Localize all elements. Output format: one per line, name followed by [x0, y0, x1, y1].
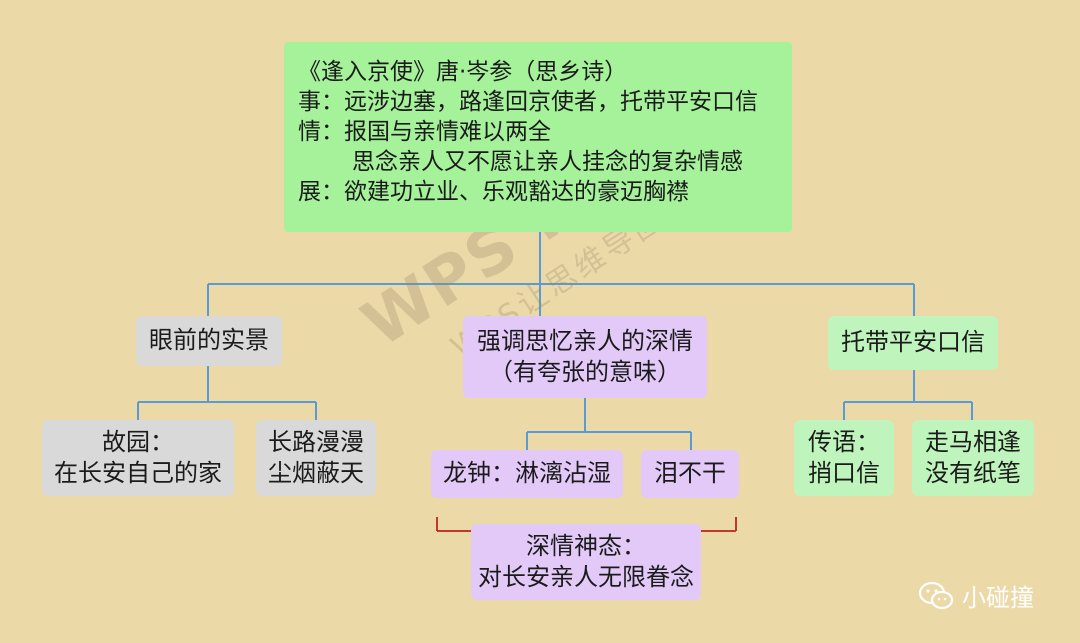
root-node[interactable]: 《逢入京使》唐·岑参（思乡诗） 事：远涉边塞，路逢回京使者，托带平安口信 情：报…	[284, 42, 792, 232]
right-child-horse-meeting[interactable]: 走马相逢 没有纸笔	[912, 420, 1034, 496]
root-line-outlook: 展：欲建功立业、乐观豁达的豪迈胸襟	[298, 178, 689, 205]
wechat-icon	[918, 581, 954, 611]
left-child-long-road[interactable]: 长路漫漫 尘烟蔽天	[256, 420, 376, 496]
branch-middle-line2: （有夸张的意味）	[489, 358, 681, 386]
brand-name: 小碰撞	[962, 584, 1034, 612]
left-child-2-line1: 长路漫漫	[268, 427, 364, 456]
root-line-event: 事：远涉边塞，路逢回京使者，托带平安口信	[298, 88, 758, 115]
middle-child-endless-tears[interactable]: 泪不干	[641, 450, 739, 498]
root-title: 《逢入京使》唐·岑参（思乡诗）	[298, 59, 628, 85]
left-child-2-line2: 尘烟蔽天	[268, 459, 364, 487]
left-child-1-line1: 故园：	[102, 427, 174, 456]
middle-child-2-label: 泪不干	[654, 459, 726, 488]
brand-mark: 小碰撞	[918, 578, 1034, 613]
right-child-message[interactable]: 传语： 捎口信	[794, 420, 894, 496]
branch-right-node[interactable]: 托带平安口信	[828, 316, 998, 370]
middle-child-1-label: 龙钟：淋漓沾湿	[443, 459, 611, 488]
branch-middle-node[interactable]: 强调思忆亲人的深情 （有夸张的意味）	[463, 316, 707, 398]
branch-left-label: 眼前的实景	[149, 326, 269, 355]
right-child-2-line1: 走马相逢	[925, 427, 1021, 456]
left-child-hometown[interactable]: 故园： 在长安自己的家	[42, 420, 234, 496]
branch-middle-line1: 强调思忆亲人的深情	[477, 326, 693, 355]
branch-right-label: 托带平安口信	[841, 328, 985, 357]
right-child-2-line2: 没有纸笔	[925, 459, 1021, 487]
right-child-1-line2: 捎口信	[808, 459, 880, 487]
middle-child-tears[interactable]: 龙钟：淋漓沾湿	[431, 450, 623, 498]
root-line-emotion: 情：报国与亲情难以两全	[298, 118, 551, 145]
left-child-1-line2: 在长安自己的家	[54, 459, 222, 487]
middle-summary-line2: 对长安亲人无限眷念	[478, 563, 694, 591]
right-child-1-line1: 传语：	[808, 427, 880, 456]
branch-left-node[interactable]: 眼前的实景	[136, 316, 282, 366]
middle-summary-node[interactable]: 深情神态： 对长安亲人无限眷念	[471, 524, 701, 600]
root-line-emotion-2: 思念亲人又不愿让亲人挂念的复杂情感	[352, 148, 743, 175]
middle-summary-line1: 深情神态：	[526, 531, 646, 560]
